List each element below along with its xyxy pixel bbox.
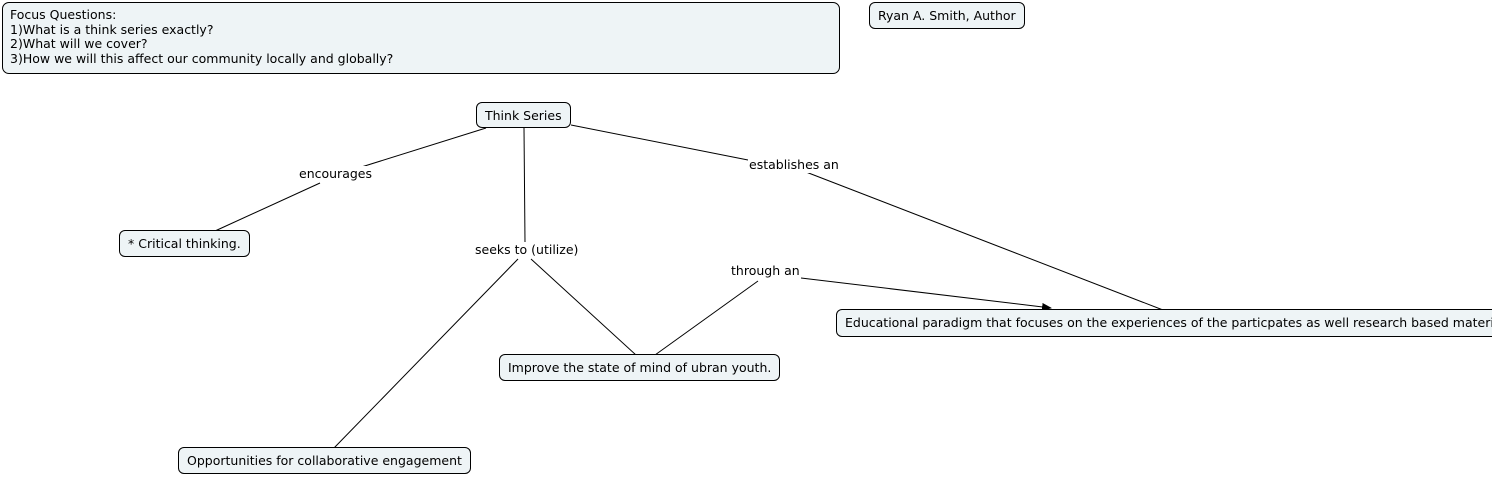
focus-questions-box: Focus Questions: 1)What is a think serie… <box>2 2 840 74</box>
edge-establishes-to-paradigm <box>805 171 1164 311</box>
linking-phrase-through[interactable]: through an <box>730 263 801 279</box>
author-node[interactable]: Ryan A. Smith, Author <box>869 2 1025 29</box>
edge-seeks-to-opportunities <box>333 258 519 449</box>
linking-phrase-establishes[interactable]: establishes an <box>748 157 840 173</box>
edge-encourages-to-critical <box>214 182 321 232</box>
focus-question-2: 2)What will we cover? <box>10 36 148 51</box>
concept-improve-state[interactable]: Improve the state of mind of ubran youth… <box>499 354 781 381</box>
edge-think-to-establishes <box>570 124 749 161</box>
edge-think-to-seeks <box>523 127 526 244</box>
edge-seeks-to-improve <box>530 258 637 356</box>
focus-questions-title: Focus Questions: <box>10 7 117 22</box>
focus-question-3: 3)How we will this affect our community … <box>10 50 394 66</box>
concept-critical-thinking[interactable]: * Critical thinking. <box>119 230 250 257</box>
edge-think-to-encourages <box>354 127 487 170</box>
linking-phrase-seeks-to[interactable]: seeks to (utilize) <box>474 242 580 258</box>
focus-question-1: 1)What is a think series exactly? <box>10 21 214 37</box>
edge-through-to-paradigm <box>800 277 1052 311</box>
concept-opportunities[interactable]: Opportunities for collaborative engageme… <box>178 447 471 474</box>
concept-think-series[interactable]: Think Series <box>476 102 571 128</box>
edge-improve-to-through <box>654 280 759 356</box>
concept-educational-paradigm[interactable]: Educational paradigm that focuses on the… <box>836 309 1492 337</box>
linking-phrase-encourages[interactable]: encourages <box>298 166 373 182</box>
